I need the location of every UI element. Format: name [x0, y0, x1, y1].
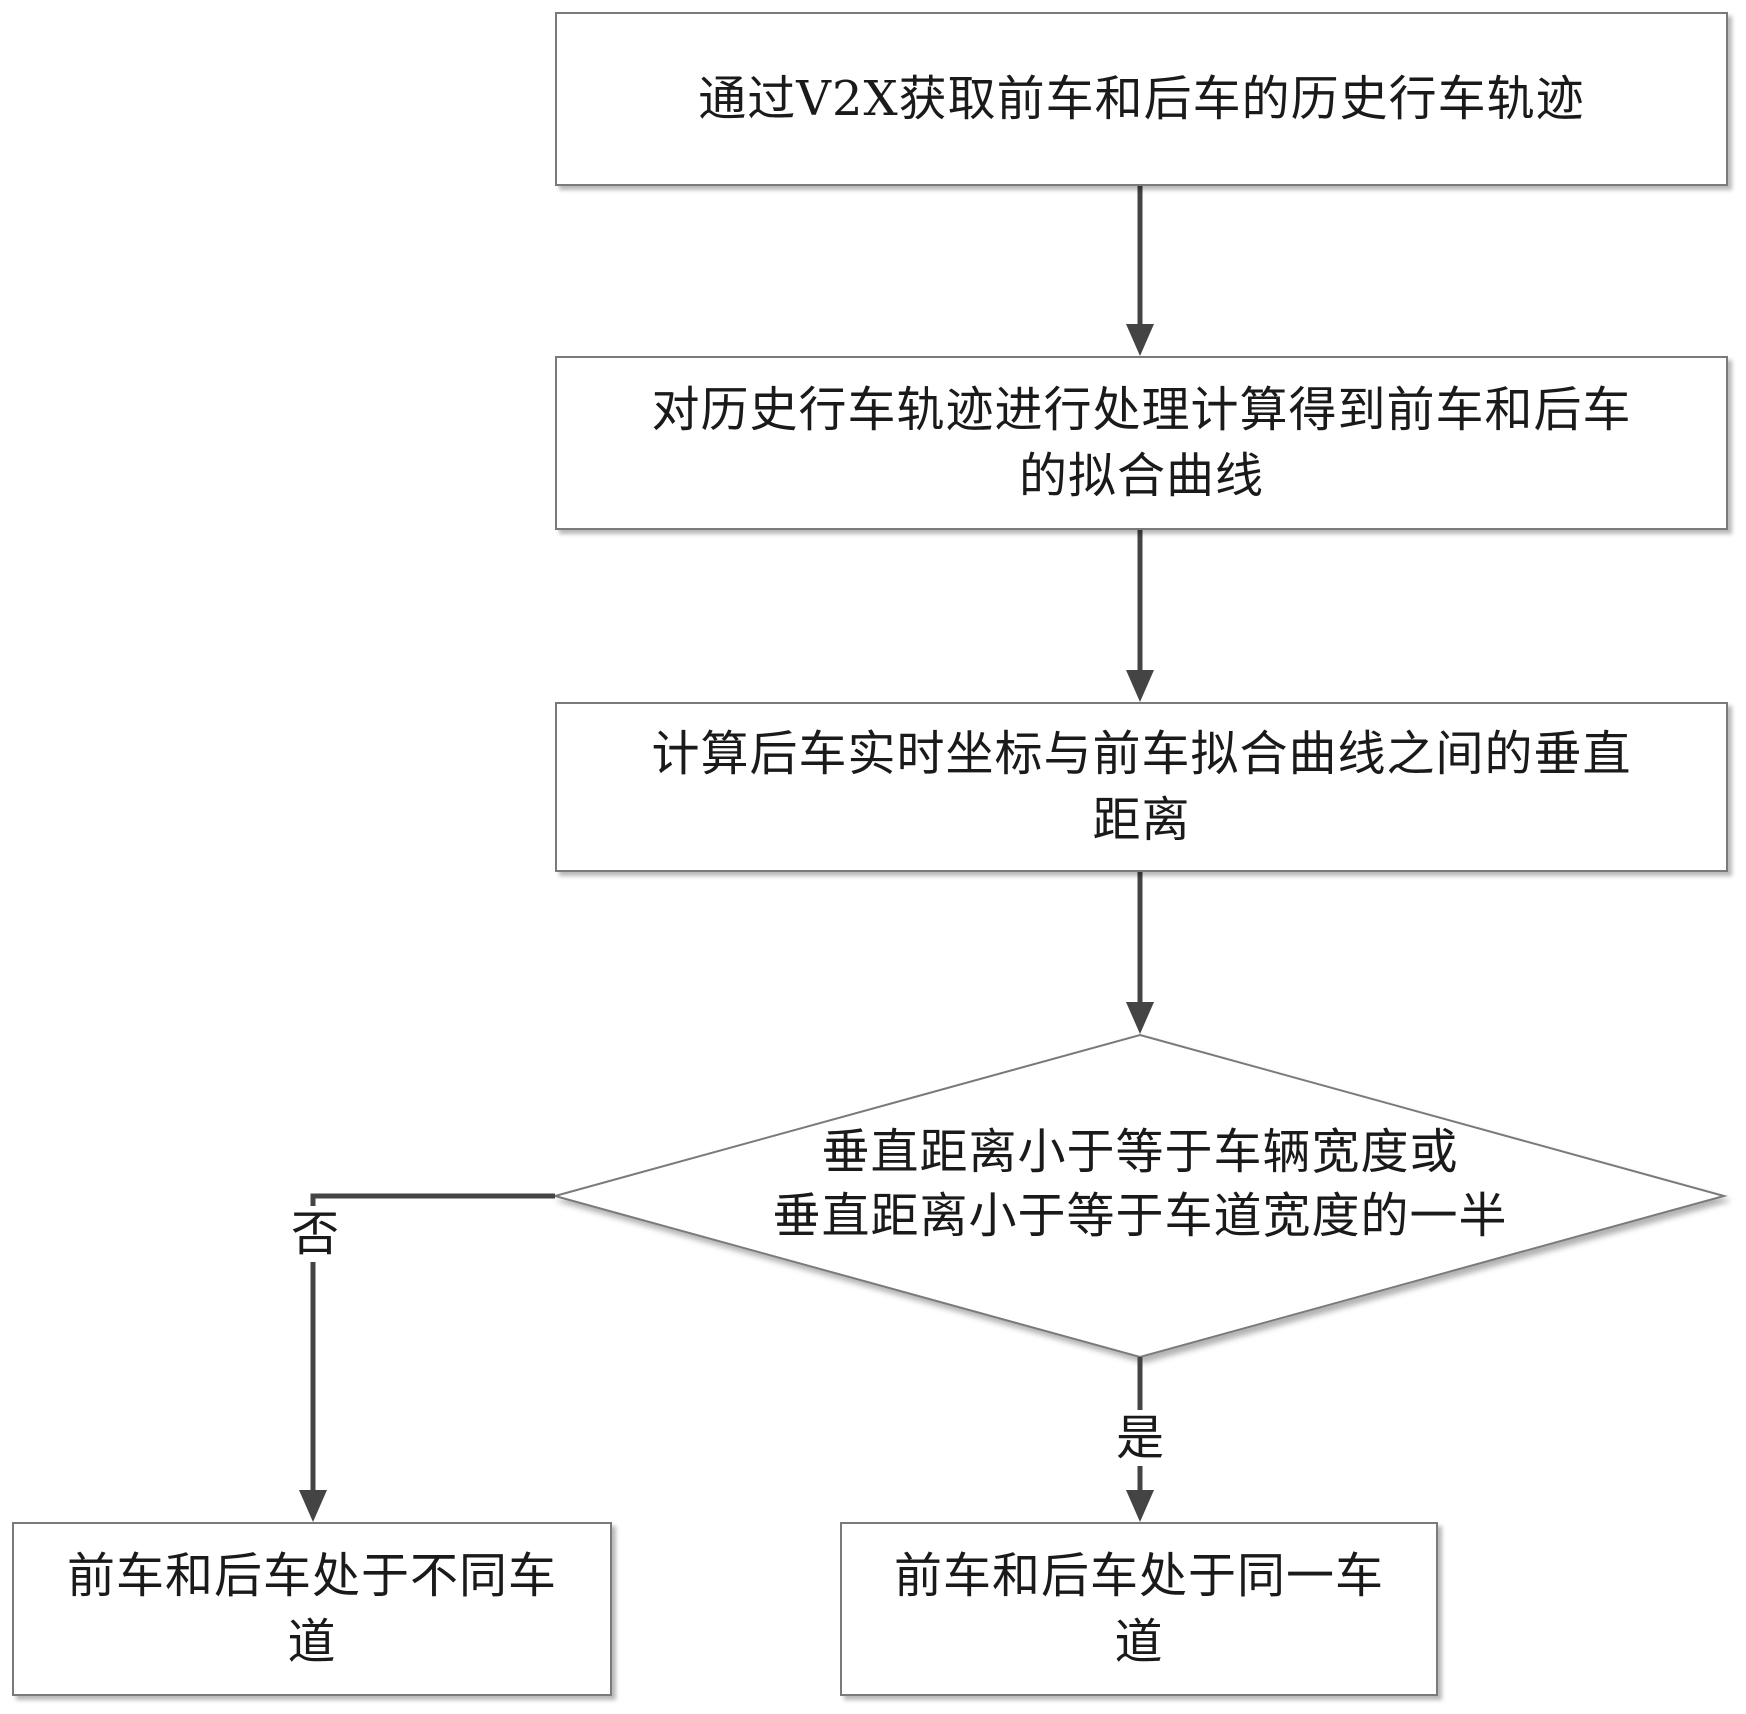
- step2-text-line1: 对历史行车轨迹进行处理计算得到前车和后车: [651, 382, 1632, 438]
- branch-label-no: 否: [287, 1206, 344, 1262]
- outcome-same-line1: 前车和后车处于同一车: [893, 1548, 1384, 1604]
- arrow-step1-to-step2: [1126, 186, 1154, 356]
- step1-text: 通过V2X获取前车和后车的历史行车轨迹: [698, 71, 1585, 127]
- branch-label-yes: 是: [1112, 1410, 1169, 1466]
- step-get-history-trajectory: 通过V2X获取前车和后车的历史行车轨迹: [555, 12, 1728, 186]
- step-compute-fitted-curves: 对历史行车轨迹进行处理计算得到前车和后车 的拟合曲线: [555, 356, 1728, 530]
- outcome-same-line2: 道: [1114, 1614, 1164, 1670]
- arrow-step3-to-decision: [1126, 872, 1154, 1034]
- step2-text-line2: 的拟合曲线: [1018, 448, 1264, 504]
- arrow-step2-to-step3: [1126, 530, 1154, 702]
- decision-line2: 垂直距离小于等于车道宽度的一半: [772, 1188, 1508, 1244]
- step3-text-line1: 计算后车实时坐标与前车拟合曲线之间的垂直: [651, 726, 1632, 782]
- outcome-different-lane: 前车和后车处于不同车 道: [12, 1522, 612, 1696]
- decision-condition-text: 垂直距离小于等于车辆宽度或 垂直距离小于等于车道宽度的一半: [640, 1120, 1640, 1248]
- outcome-different-line1: 前车和后车处于不同车: [66, 1548, 557, 1604]
- decision-line1: 垂直距离小于等于车辆宽度或: [821, 1124, 1459, 1180]
- outcome-different-line2: 道: [287, 1614, 337, 1670]
- step-compute-perpendicular-distance: 计算后车实时坐标与前车拟合曲线之间的垂直 距离: [555, 702, 1728, 872]
- arrow-no-branch: [299, 1193, 555, 1522]
- step3-text-line2: 距离: [1092, 792, 1191, 848]
- outcome-same-lane: 前车和后车处于同一车 道: [840, 1522, 1438, 1696]
